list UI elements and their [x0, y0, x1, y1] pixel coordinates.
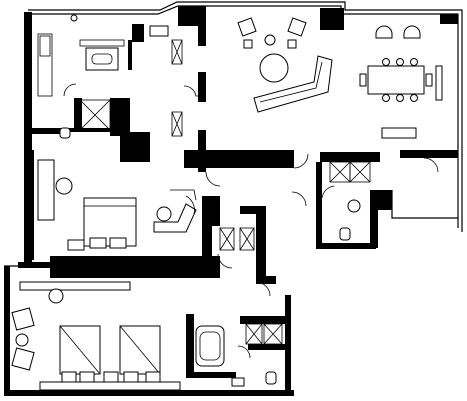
side-table [15, 333, 29, 347]
dining-table [367, 65, 425, 95]
master-bath [59, 83, 111, 139]
dresser [37, 33, 53, 97]
bedroom-3 [11, 281, 181, 391]
bathtub [195, 325, 225, 367]
master-bedroom [37, 14, 169, 97]
interior-walls [18, 6, 458, 378]
closets [171, 39, 183, 137]
toilet [339, 227, 351, 241]
armchair [11, 347, 35, 371]
bedroom-2 [37, 159, 197, 251]
living-dining-room [183, 17, 443, 173]
armchair-right [287, 17, 307, 37]
console [381, 127, 417, 139]
bed [85, 47, 119, 71]
headboard-shelf [79, 39, 125, 47]
powder-room [321, 161, 371, 241]
desk [149, 25, 169, 37]
corridor [205, 171, 307, 297]
armchair-left [237, 17, 257, 37]
sideboard [435, 65, 443, 101]
basin [347, 199, 361, 213]
desk [37, 159, 55, 221]
toilet [265, 371, 277, 385]
coffee-table [259, 53, 289, 83]
shower [79, 99, 111, 131]
dresser [39, 381, 181, 391]
armchair [11, 307, 35, 331]
bath-3 [195, 323, 283, 387]
shelf [19, 281, 131, 291]
sectional-sofa [253, 55, 333, 113]
sofa [153, 203, 197, 233]
toilet [59, 127, 71, 139]
round-table [156, 206, 172, 222]
side-table [264, 34, 276, 46]
